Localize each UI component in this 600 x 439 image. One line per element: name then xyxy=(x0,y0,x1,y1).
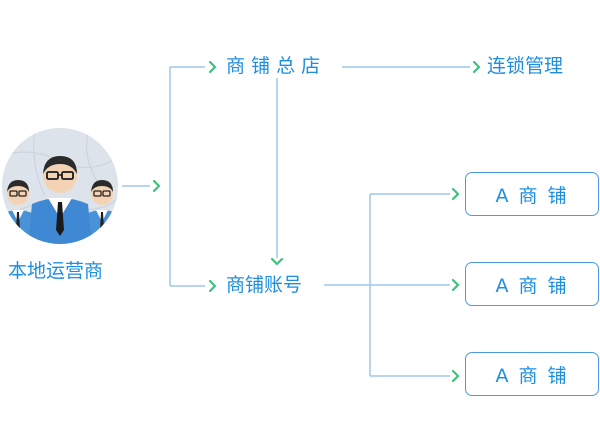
store-box[interactable]: A 商 铺 xyxy=(465,172,599,216)
arrow-right-icon xyxy=(472,60,481,74)
store-label: A 商 铺 xyxy=(495,184,569,207)
arrow-down-icon xyxy=(270,257,284,266)
arrow-right-icon xyxy=(208,60,217,74)
store-label: A 商 铺 xyxy=(495,364,569,387)
store-box[interactable]: A 商 铺 xyxy=(465,352,599,396)
store-box[interactable]: A 商 铺 xyxy=(465,262,599,306)
arrow-right-icon xyxy=(451,369,460,383)
arrow-right-icon xyxy=(152,179,161,193)
store-label: A 商 铺 xyxy=(495,274,569,297)
arrow-right-icon xyxy=(451,278,460,292)
arrows xyxy=(152,60,481,383)
head-store-label: 商 铺 总 店 xyxy=(226,55,321,77)
operator-label: 本地运营商 xyxy=(8,260,104,282)
arrow-right-icon xyxy=(208,279,217,293)
bracket-line xyxy=(169,66,205,287)
connector-lines xyxy=(122,66,470,377)
arrow-right-icon xyxy=(451,187,460,201)
store-branch-line xyxy=(369,193,450,377)
operator-avatar-icon xyxy=(2,128,118,244)
chain-management-label: 连锁管理 xyxy=(487,55,564,77)
store-account-label: 商铺账号 xyxy=(226,274,303,296)
